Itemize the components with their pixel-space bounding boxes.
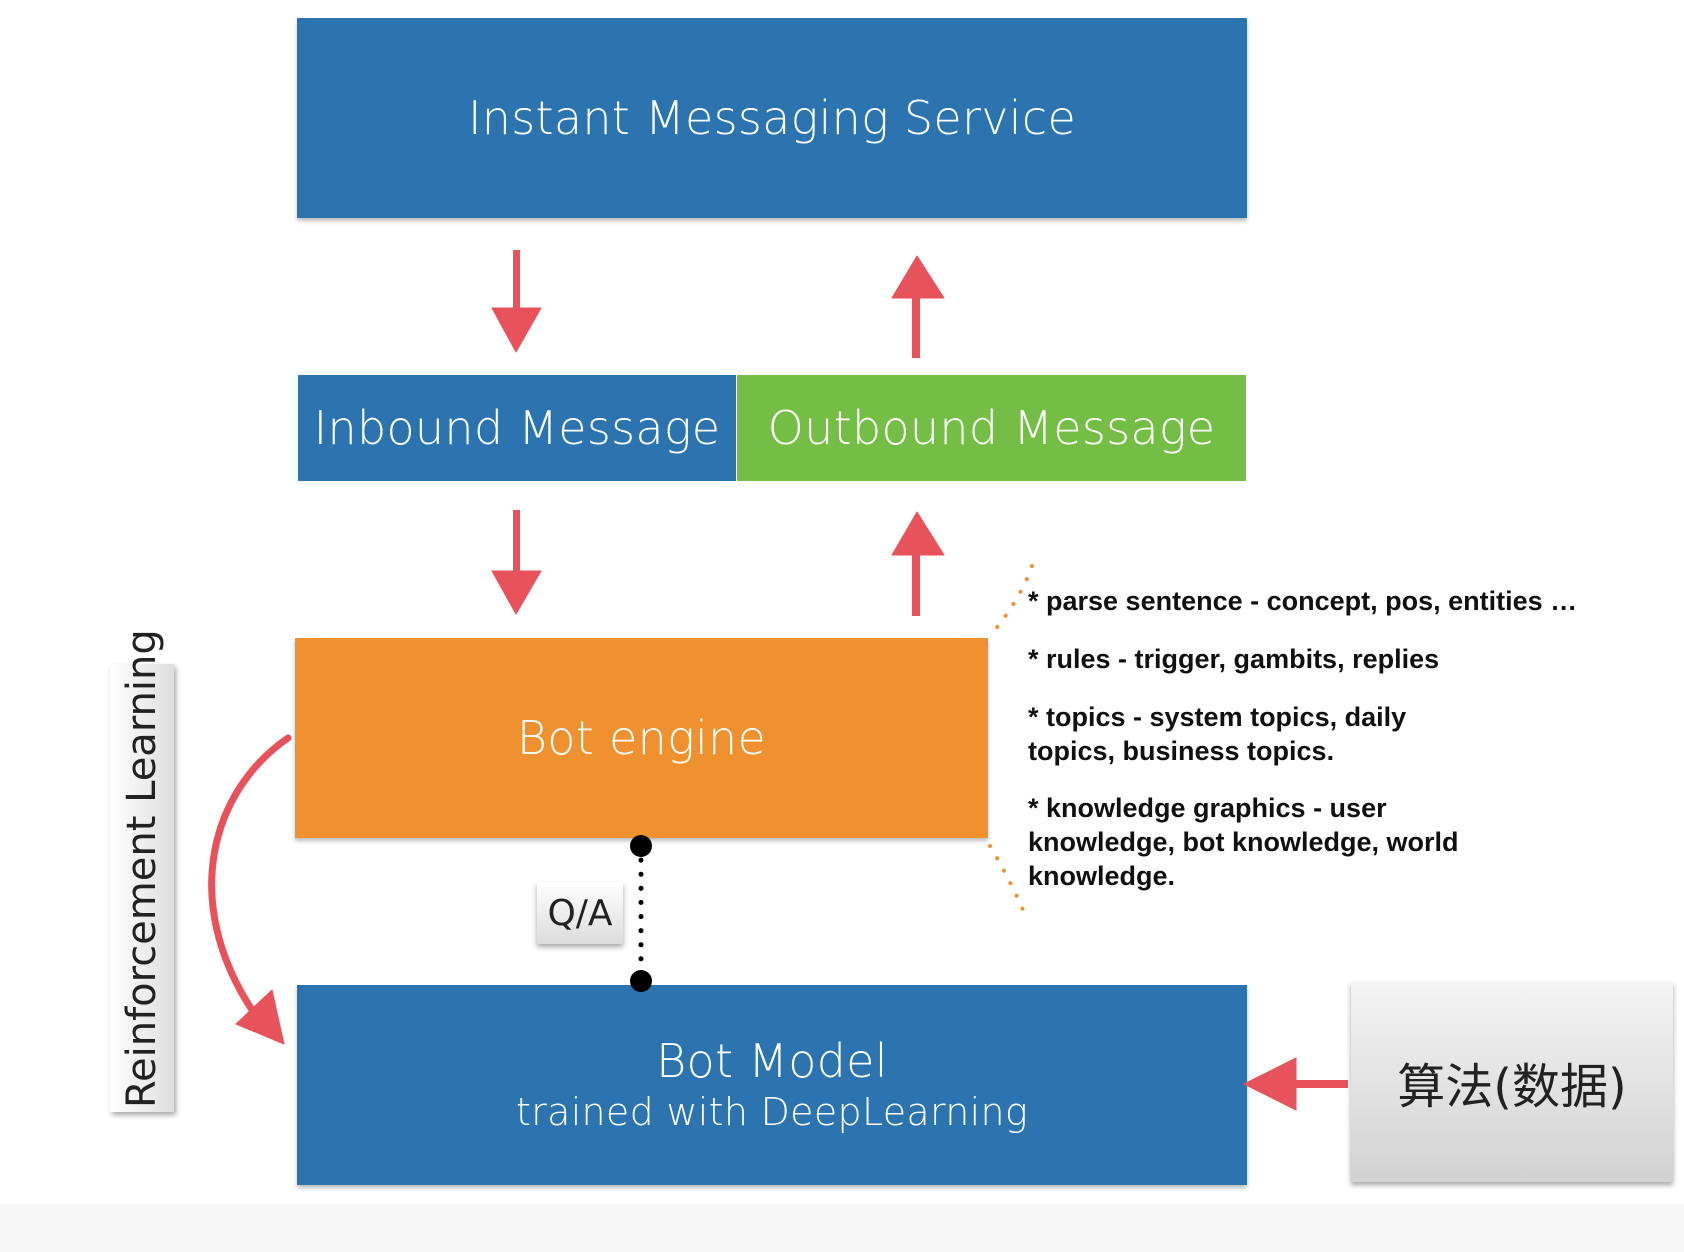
arrow-up-outbound-to-ims [891, 255, 945, 358]
notes-bracket-top [988, 564, 1034, 638]
reinforcement-curve-arrow [208, 734, 292, 1045]
notes-bracket-bottom [988, 844, 1026, 914]
reinforcement-learning-box: Reinforcement Learning [110, 629, 174, 1112]
note-rules: * rules - trigger, gambits, replies [1028, 642, 1439, 676]
algorithm-label: 算法(数据) [1397, 1059, 1627, 1115]
engine-label: Bot engine [516, 711, 767, 765]
note-parse-sentence: * parse sentence - concept, pos, entitie… [1028, 584, 1577, 618]
note-knowledge-graphics: * knowledge graphics - user knowledge, b… [1028, 791, 1459, 893]
arrow-up-engine-to-outbound [891, 511, 945, 616]
bot-engine-box: Bot engine [295, 638, 988, 838]
qa-label: Q/A [547, 892, 613, 934]
outbound-message-box: Outbound Message [737, 375, 1246, 481]
algorithm-data-box: 算法(数据) [1351, 982, 1673, 1182]
note-topics: * topics - system topics, daily topics, … [1028, 700, 1406, 768]
ims-label: Instant Messaging Service [467, 91, 1077, 145]
outbound-label: Outbound Message [767, 401, 1216, 455]
qa-dotted-connector [630, 835, 652, 992]
model-title: Bot Model [656, 1034, 888, 1088]
model-subtitle: trained with DeepLearning [515, 1090, 1029, 1134]
instant-messaging-service-box: Instant Messaging Service [297, 18, 1247, 218]
arrow-down-ims-to-inbound [491, 250, 542, 353]
note-2-text: * rules - trigger, gambits, replies [1028, 644, 1440, 674]
qa-label-box: Q/A [537, 882, 623, 944]
bot-model-box: Bot Model trained with DeepLearning [297, 985, 1247, 1185]
note-1-text: * parse sentence - concept, pos, entitie… [1028, 586, 1578, 616]
note-4-text: * knowledge graphics - user knowledge, b… [1028, 793, 1459, 891]
inbound-message-box: Inbound Message [298, 375, 736, 481]
arrow-down-inbound-to-engine [491, 510, 542, 615]
bottom-band [0, 1204, 1684, 1252]
note-3-text: * topics - system topics, daily topics, … [1028, 702, 1407, 766]
arrow-left-algorithm-to-model [1243, 1057, 1348, 1111]
inbound-label: Inbound Message [313, 401, 721, 455]
